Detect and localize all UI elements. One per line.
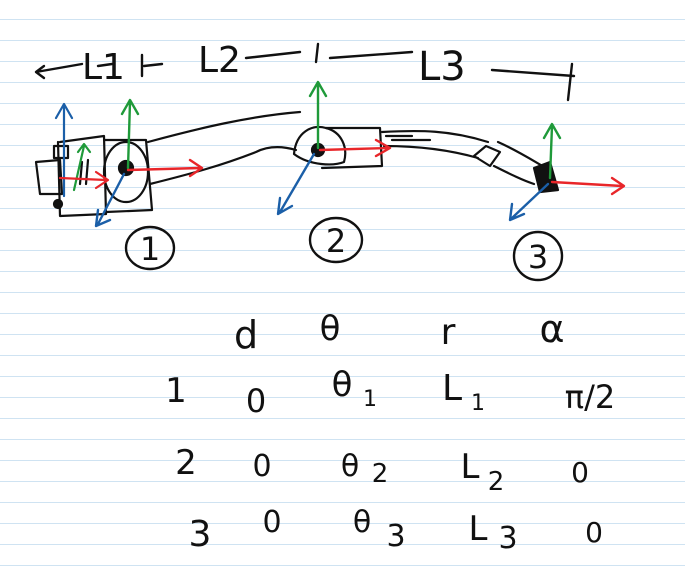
link-2 bbox=[380, 129, 490, 160]
cell-theta: θ 1 bbox=[332, 365, 377, 412]
base-block bbox=[34, 158, 64, 196]
frame-2-z-axis bbox=[308, 80, 328, 150]
frame-3 bbox=[508, 122, 626, 222]
base-detail bbox=[78, 158, 90, 186]
frame-3-x-axis bbox=[550, 176, 626, 196]
frame-1-z-axis bbox=[120, 98, 140, 170]
link-2-top-edge bbox=[380, 129, 490, 144]
link-label-l1: L1 bbox=[82, 47, 125, 88]
row-index: 2 bbox=[175, 443, 197, 483]
dimension-segment bbox=[244, 50, 414, 60]
frame-3-z-axis bbox=[542, 122, 562, 180]
svg-text:2: 2 bbox=[488, 467, 505, 497]
svg-text:θ: θ bbox=[353, 505, 371, 540]
cell-theta: θ 2 bbox=[341, 449, 388, 489]
link-label-l2: L2 bbox=[198, 40, 241, 81]
dimension-tick-2 bbox=[314, 42, 320, 64]
joint-3-block bbox=[472, 144, 502, 168]
cell-alpha: 0 bbox=[571, 456, 589, 489]
svg-text:L: L bbox=[461, 447, 480, 487]
joint-number-2: 2 bbox=[326, 222, 346, 260]
base-pin bbox=[52, 198, 64, 210]
dimension-segment-end bbox=[490, 68, 576, 78]
frame-0-z-axis bbox=[54, 102, 74, 198]
svg-text:3: 3 bbox=[386, 519, 405, 554]
cell-d: 0 bbox=[262, 505, 281, 540]
joint-marker-3: 3 bbox=[512, 230, 564, 282]
frame-2-y-axis bbox=[276, 152, 316, 216]
link-dimension-line bbox=[34, 42, 576, 102]
row-index: 3 bbox=[189, 514, 212, 555]
frame-0-y-axis bbox=[72, 142, 92, 192]
cell-d: 0 bbox=[246, 382, 266, 420]
frame-1 bbox=[94, 98, 204, 228]
joint-2-housing bbox=[292, 125, 384, 170]
link-2-detail bbox=[384, 134, 432, 142]
link-label-l3: L3 bbox=[418, 44, 466, 90]
frame-0-x-axis bbox=[58, 170, 110, 190]
cell-theta: θ 3 bbox=[353, 505, 406, 554]
cell-alpha: 0 bbox=[585, 516, 603, 549]
link-1-top-edge bbox=[146, 110, 302, 144]
dimension-segment bbox=[96, 62, 164, 68]
svg-text:θ: θ bbox=[341, 449, 359, 484]
dh-table: d θ r α 1 0 θ 1 L 1 π/2 2 0 θ 2 bbox=[165, 307, 615, 556]
svg-text:θ: θ bbox=[332, 365, 353, 405]
dh-row-1: 1 0 θ 1 L 1 π/2 bbox=[165, 365, 615, 420]
link-1 bbox=[146, 110, 302, 186]
svg-text:2: 2 bbox=[372, 459, 389, 489]
row-index: 1 bbox=[165, 371, 187, 411]
cell-r: L 1 bbox=[442, 368, 485, 416]
joint-marker-1: 1 bbox=[124, 225, 176, 271]
joint-2-body bbox=[292, 125, 347, 166]
joint-1-body bbox=[102, 140, 150, 204]
svg-text:1: 1 bbox=[363, 387, 377, 412]
joint-1-hub bbox=[117, 159, 135, 177]
svg-text:L: L bbox=[469, 509, 488, 549]
cell-d: 0 bbox=[252, 449, 271, 484]
end-effector bbox=[532, 160, 560, 194]
header-r: r bbox=[441, 312, 456, 353]
link-2-bottom-edge bbox=[382, 144, 480, 160]
base-housing bbox=[34, 134, 154, 218]
header-theta: θ bbox=[320, 309, 341, 349]
joint-marker-2: 2 bbox=[308, 216, 364, 264]
svg-text:3: 3 bbox=[498, 521, 517, 556]
cell-r: L 2 bbox=[461, 447, 505, 497]
joint-3-housing bbox=[472, 140, 560, 194]
base-cap bbox=[52, 144, 70, 160]
frame-2-x-axis bbox=[318, 138, 392, 158]
svg-text:L: L bbox=[442, 368, 462, 409]
dimension-tick-end bbox=[566, 62, 574, 102]
frame-1-x-axis bbox=[126, 158, 204, 178]
frame-0 bbox=[54, 102, 110, 198]
joint-number-3: 3 bbox=[528, 238, 548, 276]
dh-row-3: 3 0 θ 3 L 3 0 bbox=[189, 505, 603, 556]
svg-text:1: 1 bbox=[471, 391, 485, 416]
dimension-arrow-left bbox=[34, 62, 84, 80]
link-1-bottom-edge bbox=[148, 146, 298, 186]
header-alpha: α bbox=[539, 307, 564, 351]
frame-3-y-axis bbox=[508, 182, 550, 222]
frame-1-y-axis bbox=[94, 172, 126, 228]
header-d: d bbox=[234, 313, 258, 357]
frame-2 bbox=[276, 80, 392, 216]
cell-alpha: π/2 bbox=[565, 378, 615, 416]
joint-number-1: 1 bbox=[140, 230, 160, 268]
dh-row-2: 2 0 θ 2 L 2 0 bbox=[175, 443, 589, 497]
cell-r: L 3 bbox=[469, 509, 518, 556]
joint-2-block bbox=[320, 126, 384, 170]
